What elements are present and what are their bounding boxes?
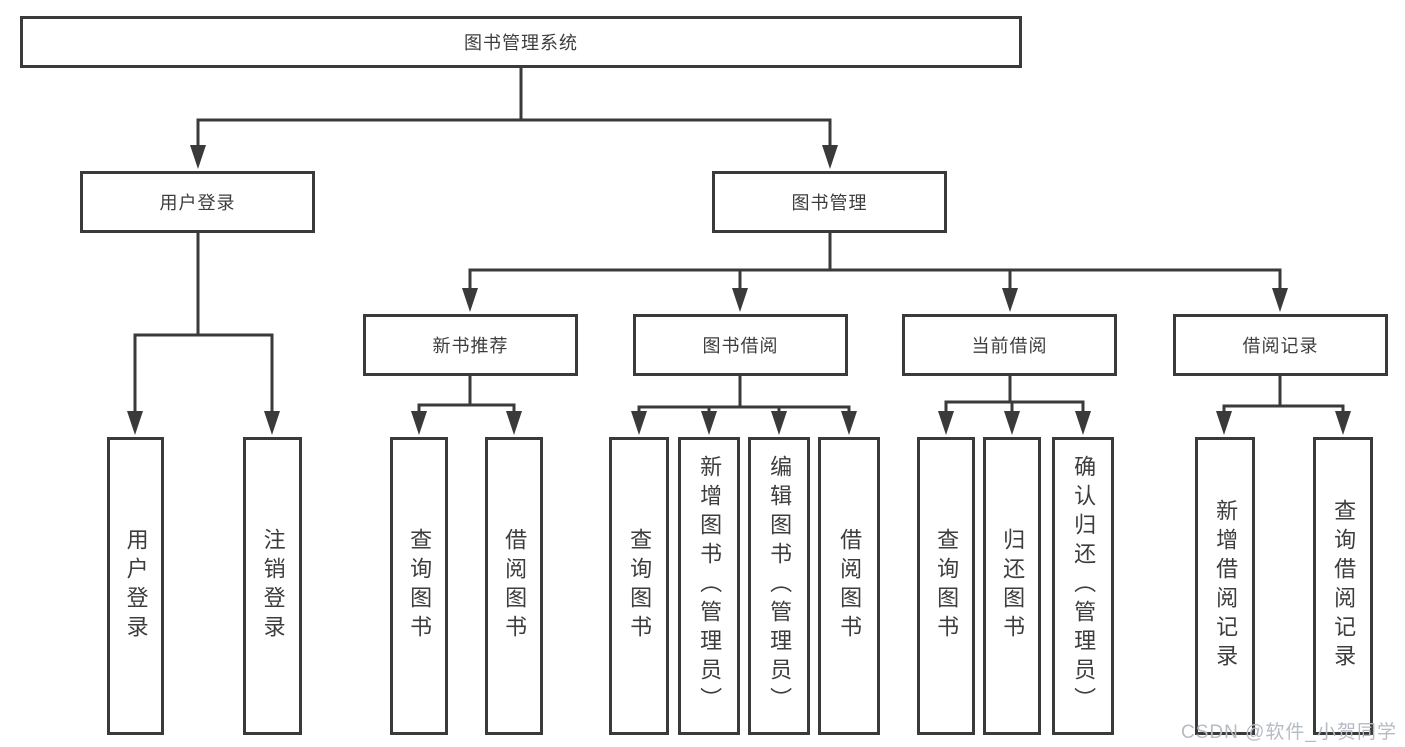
leaf-user-login-label: 用户登录 [123, 527, 149, 645]
leaf-borrow-query-books-label: 查询图书 [627, 527, 653, 645]
leaf-add-books-admin-label: 新增图书（管理员） [697, 455, 723, 717]
leaf-current-query-books: 查询图书 [917, 437, 975, 735]
leaf-return-books-label: 归还图书 [1000, 527, 1026, 645]
leaf-recommend-borrow-books-label: 借阅图书 [502, 527, 528, 645]
node-book-borrow-label: 图书借阅 [702, 336, 779, 356]
node-borrow-records-label: 借阅记录 [1242, 336, 1319, 356]
leaf-add-borrow-record: 新增借阅记录 [1195, 437, 1255, 735]
node-root: 图书管理系统 [20, 16, 1022, 68]
node-user-login-module: 用户登录 [80, 171, 315, 233]
leaf-user-login: 用户登录 [107, 437, 164, 735]
leaf-logout-label: 注销登录 [260, 527, 286, 645]
leaf-query-borrow-record-label: 查询借阅记录 [1331, 498, 1357, 674]
leaf-borrow-books: 借阅图书 [818, 437, 880, 735]
node-new-book-recommend: 新书推荐 [363, 314, 578, 376]
node-book-management-module-label: 图书管理 [791, 193, 868, 213]
node-book-borrow: 图书借阅 [633, 314, 848, 376]
leaf-current-query-books-label: 查询图书 [934, 527, 960, 645]
leaf-recommend-borrow-books: 借阅图书 [485, 437, 543, 735]
node-current-borrow: 当前借阅 [902, 314, 1117, 376]
leaf-borrow-query-books: 查询图书 [609, 437, 669, 735]
leaf-confirm-return-admin-label: 确认归还（管理员） [1071, 455, 1097, 717]
node-user-login-module-label: 用户登录 [159, 193, 236, 213]
leaf-query-borrow-record: 查询借阅记录 [1313, 437, 1373, 735]
node-new-book-recommend-label: 新书推荐 [432, 336, 509, 356]
leaf-return-books: 归还图书 [983, 437, 1041, 735]
leaf-borrow-books-label: 借阅图书 [837, 527, 863, 645]
leaf-logout: 注销登录 [243, 437, 302, 735]
leaf-edit-books-admin-label: 编辑图书（管理员） [767, 455, 793, 717]
node-current-borrow-label: 当前借阅 [971, 336, 1048, 356]
csdn-watermark: CSDN @软件_小贺同学 [1181, 722, 1397, 743]
node-root-label: 图书管理系统 [464, 33, 578, 53]
node-book-management-module: 图书管理 [712, 171, 947, 233]
leaf-edit-books-admin: 编辑图书（管理员） [748, 437, 810, 735]
leaf-add-books-admin: 新增图书（管理员） [678, 437, 740, 735]
leaf-add-borrow-record-label: 新增借阅记录 [1213, 498, 1239, 674]
node-borrow-records: 借阅记录 [1173, 314, 1388, 376]
leaf-recommend-query-books-label: 查询图书 [407, 527, 433, 645]
leaf-recommend-query-books: 查询图书 [390, 437, 448, 735]
leaf-confirm-return-admin: 确认归还（管理员） [1052, 437, 1114, 735]
